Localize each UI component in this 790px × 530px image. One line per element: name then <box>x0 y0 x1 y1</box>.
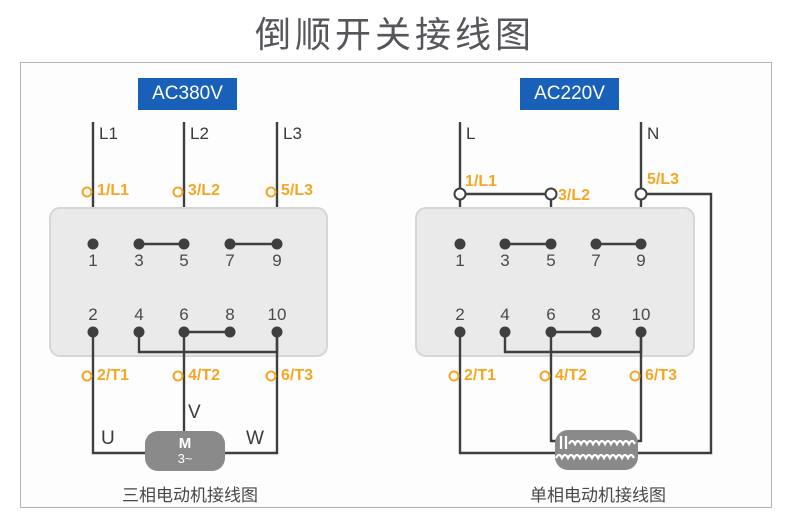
terminal-dot <box>178 238 190 250</box>
wire-t3-motor <box>637 332 643 443</box>
contact-number: 7 <box>225 251 235 270</box>
contact-number: 10 <box>267 305 287 324</box>
input-label-l3: L3 <box>283 124 302 143</box>
terminal-dot <box>133 238 145 250</box>
terminal-label-1l1: 1/L1 <box>465 173 498 190</box>
contact-number: 8 <box>225 305 235 324</box>
wire-t2-motor <box>549 332 557 443</box>
left-contact-dots <box>87 238 283 338</box>
terminal-dot <box>499 326 511 338</box>
motor-symbol-three-phase <box>145 431 225 471</box>
terminal-circle <box>448 370 460 382</box>
voltage-badge-220: AC220V <box>520 78 619 110</box>
terminal-dot <box>635 238 647 250</box>
right-contact-dots <box>454 238 647 338</box>
left-switch-links <box>91 242 279 455</box>
terminal-circle <box>539 370 551 382</box>
contact-number: 6 <box>546 305 556 324</box>
contact-number: 4 <box>500 305 510 324</box>
terminal-label-3l2: 3/L2 <box>188 182 221 199</box>
contact-number: 1 <box>455 251 465 270</box>
motor-label-group: M 3~ <box>145 431 225 471</box>
terminal-dot <box>178 326 190 338</box>
contact-number: 10 <box>631 305 651 324</box>
right-screw-terminals <box>448 370 641 382</box>
terminal-dot <box>454 238 466 250</box>
terminal-dot <box>271 238 283 250</box>
contact-number: 8 <box>591 305 601 324</box>
terminal-circle <box>265 186 277 198</box>
main-winding-wave <box>555 453 635 461</box>
terminal-dot <box>545 326 557 338</box>
caption-three-phase: 三相电动机接线图 <box>122 486 258 505</box>
right-switch-links <box>458 242 643 455</box>
voltage-badge-380: AC380V <box>138 78 237 110</box>
contact-number: 5 <box>179 251 189 270</box>
terminal-dot <box>590 238 602 250</box>
terminal-dot <box>545 238 557 250</box>
terminal-label-6t3: 6/T3 <box>281 367 314 384</box>
left-screw-terminals <box>81 186 277 382</box>
junction-circle <box>634 187 648 201</box>
terminal-dot <box>499 238 511 250</box>
right-junction-circles <box>453 187 648 201</box>
start-winding-wave <box>568 439 636 447</box>
terminal-dot <box>133 326 145 338</box>
input-label-n: N <box>647 124 660 143</box>
motor-label: M <box>178 435 192 453</box>
terminal-circle <box>629 370 641 382</box>
contact-number: 2 <box>455 305 465 324</box>
terminal-circle <box>172 186 184 198</box>
contact-number: 7 <box>591 251 601 270</box>
terminal-circle <box>265 370 277 382</box>
terminal-label-5l3: 5/L3 <box>281 182 314 199</box>
junction-circle <box>544 187 558 201</box>
terminal-dot <box>454 326 466 338</box>
page-title: 倒顺开关接线图 <box>254 14 535 55</box>
contact-number: 6 <box>179 305 189 324</box>
terminal-label-5l3: 5/L3 <box>647 171 680 188</box>
terminal-label-1l1: 1/L1 <box>97 182 130 199</box>
contact-number: 9 <box>636 251 646 270</box>
terminal-label-2t1: 2/T1 <box>97 367 130 384</box>
terminal-dot <box>224 326 236 338</box>
input-label-l1: L1 <box>99 124 118 143</box>
motor-phase-u: U <box>101 428 115 449</box>
terminal-dot <box>271 326 283 338</box>
capacitor-winding-icon <box>555 436 636 461</box>
contact-number: 5 <box>546 251 556 270</box>
contact-number: 9 <box>272 251 282 270</box>
wire-t1-motor <box>91 332 145 455</box>
terminal-label-2t1: 2/T1 <box>464 367 497 384</box>
junction-circle <box>453 187 467 201</box>
contact-number: 2 <box>88 305 98 324</box>
terminal-circle <box>172 370 184 382</box>
terminal-label-6t3: 6/T3 <box>645 367 678 384</box>
terminal-dot <box>87 238 99 250</box>
contact-number: 1 <box>88 251 98 270</box>
terminal-label-3l2: 3/L2 <box>558 187 591 204</box>
wire-5l3-branch <box>638 192 713 455</box>
terminal-label-4t2: 4/T2 <box>555 367 588 384</box>
terminal-dot <box>635 326 647 338</box>
wire-t3-motor <box>225 332 279 455</box>
motor-sublabel: 3~ <box>177 451 193 467</box>
terminal-circle <box>81 186 93 198</box>
terminal-dot <box>224 238 236 250</box>
terminal-dot <box>87 326 99 338</box>
wire-t1-motor <box>458 332 555 455</box>
contact-number: 4 <box>134 305 144 324</box>
terminal-dot <box>590 326 602 338</box>
terminal-circle <box>81 370 93 382</box>
input-label-l: L <box>466 124 476 143</box>
terminal-label-4t2: 4/T2 <box>188 367 221 384</box>
contact-number: 3 <box>500 251 510 270</box>
motor-symbol-single-phase <box>555 430 638 470</box>
input-label-l2: L2 <box>190 124 209 143</box>
motor-phase-w: W <box>246 428 264 449</box>
contact-number: 3 <box>134 251 144 270</box>
motor-phase-v: V <box>188 402 201 423</box>
caption-single-phase: 单相电动机接线图 <box>530 486 666 505</box>
